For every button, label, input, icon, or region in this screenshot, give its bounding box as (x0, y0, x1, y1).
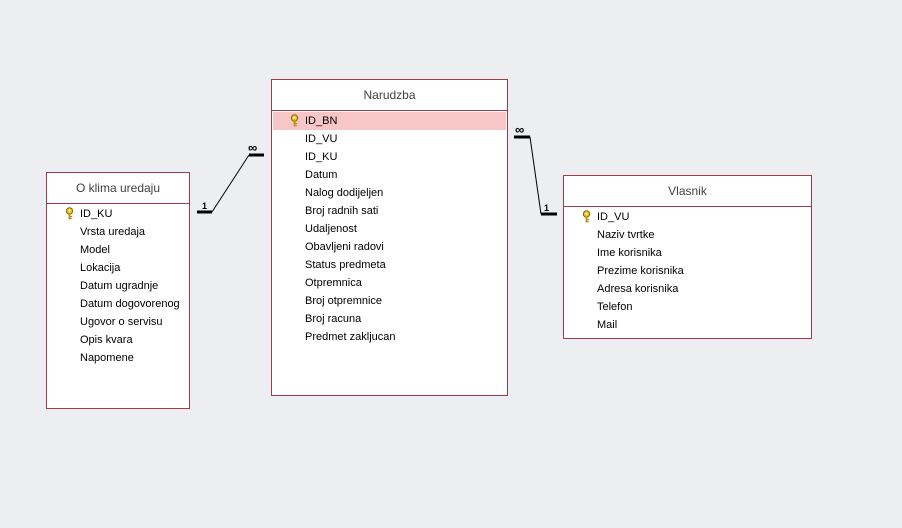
field-name: ID_VU (597, 211, 630, 223)
table-vlasnik[interactable]: Vlasnik ID_VU Naziv tvrtke Ime korisnika… (563, 175, 812, 339)
field-name: Adresa korisnika (597, 283, 679, 295)
field-row[interactable]: Napomene (48, 349, 188, 367)
field-name: Telefon (597, 301, 633, 313)
key-icon (582, 210, 591, 223)
field-row[interactable]: ID_KU (48, 205, 188, 223)
field-row[interactable]: Mail (565, 316, 810, 334)
field-name: Predmet zakljucan (305, 331, 396, 343)
field-row[interactable]: Telefon (565, 298, 810, 316)
field-row[interactable]: Status predmeta (273, 256, 506, 274)
field-row[interactable]: Model (48, 241, 188, 259)
relationship-narudzba-vlasnik[interactable] (514, 135, 557, 216)
field-row[interactable]: Datum ugradnje (48, 277, 188, 295)
field-row[interactable]: Ime korisnika (565, 244, 810, 262)
field-name: ID_VU (305, 133, 338, 145)
field-row[interactable]: Obavljeni radovi (273, 238, 506, 256)
field-row[interactable]: Adresa korisnika (565, 280, 810, 298)
field-name: Napomene (80, 352, 134, 364)
field-name: Ime korisnika (597, 247, 662, 259)
key-icon (290, 114, 299, 127)
field-row[interactable]: ID_VU (565, 208, 810, 226)
field-row[interactable]: Lokacija (48, 259, 188, 277)
field-name: Broj racuna (305, 313, 362, 325)
field-name: Broj otpremnice (305, 295, 383, 307)
field-row[interactable]: Predmet zakljucan (273, 328, 506, 346)
field-name: Opis kvara (80, 334, 133, 346)
field-row[interactable]: Datum (273, 166, 506, 184)
table-narudzba[interactable]: Narudzba ID_BN ID_VU ID_KU Datum Nalog d… (271, 79, 508, 396)
field-name: Broj radnih sati (305, 205, 379, 217)
field-row[interactable]: Naziv tvrtke (565, 226, 810, 244)
field-row[interactable]: Nalog dodijeljen (273, 184, 506, 202)
relationship-one-label: 1 (544, 203, 549, 213)
field-row[interactable]: Opis kvara (48, 331, 188, 349)
field-name: Lokacija (80, 262, 121, 274)
field-row[interactable]: Datum dogovorenog (48, 295, 188, 313)
field-name: Model (80, 244, 110, 256)
table-o-klima-uredaju[interactable]: O klima uredaju ID_KU Vrsta uredaja Mode… (46, 172, 190, 409)
table-title[interactable]: Narudzba (272, 80, 507, 111)
field-row[interactable]: Broj radnih sati (273, 202, 506, 220)
field-name: Datum dogovorenog (80, 298, 180, 310)
table-title[interactable]: Vlasnik (564, 176, 811, 207)
table-title[interactable]: O klima uredaju (47, 173, 189, 204)
field-name: ID_BN (305, 115, 338, 127)
field-row[interactable]: Udaljenost (273, 220, 506, 238)
relationship-one-label: 1 (202, 201, 207, 211)
field-row[interactable]: Broj otpremnice (273, 292, 506, 310)
field-row-selected[interactable]: ID_BN (273, 112, 506, 130)
relationship-klima-narudzba[interactable] (197, 153, 264, 214)
field-row[interactable]: ID_KU (273, 148, 506, 166)
relationship-many-label: ∞ (515, 122, 524, 137)
field-list: ID_VU Naziv tvrtke Ime korisnika Prezime… (564, 207, 811, 334)
field-name: Vrsta uredaja (80, 226, 146, 238)
field-name: Udaljenost (305, 223, 357, 235)
field-name: Datum ugradnje (80, 280, 159, 292)
field-name: Mail (597, 319, 618, 331)
field-list: ID_BN ID_VU ID_KU Datum Nalog dodijeljen… (272, 111, 507, 346)
field-name: ID_KU (305, 151, 338, 163)
field-name: Ugovor o servisu (80, 316, 163, 328)
field-name: Datum (305, 169, 338, 181)
field-row[interactable]: Prezime korisnika (565, 262, 810, 280)
field-list: ID_KU Vrsta uredaja Model Lokacija Datum… (47, 204, 189, 367)
field-name: Nalog dodijeljen (305, 187, 384, 199)
field-name: Status predmeta (305, 259, 386, 271)
key-icon (65, 207, 74, 220)
relationship-many-label: ∞ (248, 140, 257, 155)
field-row[interactable]: Ugovor o servisu (48, 313, 188, 331)
field-name: Obavljeni radovi (305, 241, 384, 253)
field-name: ID_KU (80, 208, 113, 220)
field-row[interactable]: Broj racuna (273, 310, 506, 328)
field-name: Prezime korisnika (597, 265, 684, 277)
field-name: Otpremnica (305, 277, 362, 289)
field-row[interactable]: ID_VU (273, 130, 506, 148)
field-name: Naziv tvrtke (597, 229, 655, 241)
field-row[interactable]: Otpremnica (273, 274, 506, 292)
field-row[interactable]: Vrsta uredaja (48, 223, 188, 241)
